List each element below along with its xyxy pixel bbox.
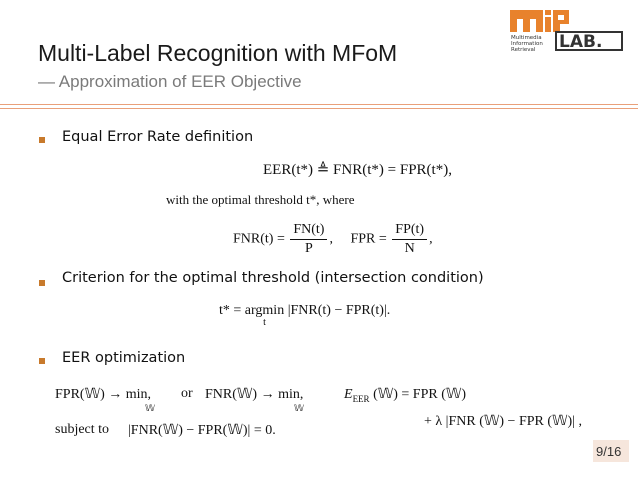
eq-argmin-rhs: |FNR(t) − FPR(t)|. bbox=[287, 303, 391, 318]
mirlab-logo: LAB. Multimedia Information Retrieval bbox=[510, 10, 623, 53]
eq-eeer-rhs: (𝕎) = FPR (𝕎) bbox=[373, 387, 467, 402]
eq-opt-fnr: FNR(𝕎) → min, bbox=[205, 387, 304, 402]
eq-argmin: t* = argmin t |FNR(t) − FPR(t)|. bbox=[219, 303, 390, 328]
page-number: 9/16 bbox=[596, 444, 622, 459]
eq-fnr-fraction: FN(t) P bbox=[290, 222, 328, 257]
eq-fnr-lhs: FNR(t) = bbox=[233, 231, 285, 247]
bullet-marker bbox=[39, 137, 45, 143]
logo-line-1: Multimedia bbox=[511, 35, 542, 41]
eq-fnr-denominator: P bbox=[305, 241, 313, 256]
eq-opt-or: or bbox=[181, 386, 193, 401]
eq-fpr-lhs: FPR = bbox=[350, 231, 387, 247]
bullet-eer-definition: Equal Error Rate definition bbox=[62, 129, 254, 145]
bullet-eer-optimization: EER optimization bbox=[62, 350, 186, 366]
eq-eer-definition: EER(t*) ≜ FNR(t*) = FPR(t*), bbox=[263, 162, 452, 178]
logo-line-3: Retrieval bbox=[511, 47, 536, 53]
eq-eeer-line2: + λ |FNR (𝕎) − FPR (𝕎)| , bbox=[424, 414, 582, 429]
eq-argmin-word: argmin bbox=[244, 303, 285, 318]
bullet-marker bbox=[39, 358, 45, 364]
slide-title: Multi-Label Recognition with MFoM bbox=[38, 40, 398, 66]
eq-constraint: |FNR(𝕎) − FPR(𝕎)| = 0. bbox=[128, 423, 276, 438]
eq-rates: FNR(t) = FN(t) P , FPR = FP(t) N , bbox=[233, 222, 433, 257]
eq-eeer-sub: EER bbox=[352, 393, 370, 404]
eq-argmin-lhs: t* = bbox=[219, 303, 242, 318]
eq-fpr-numerator: FP(t) bbox=[392, 222, 428, 240]
eq-fnr-numerator: FN(t) bbox=[290, 222, 328, 240]
header-divider-top bbox=[0, 104, 638, 105]
eq-eeer: EEER (𝕎) = FPR (𝕎) bbox=[344, 386, 466, 404]
bullet-marker bbox=[39, 280, 45, 286]
logo-line-2: Information bbox=[511, 41, 543, 47]
page-number-box bbox=[593, 440, 629, 462]
eq-opt-fnr-sub: 𝕎 bbox=[294, 403, 304, 413]
eq-threshold-text: with the optimal threshold t*, where bbox=[166, 192, 355, 207]
eq-eeer-e: E bbox=[344, 387, 353, 402]
eq-fpr-fraction: FP(t) N bbox=[392, 222, 428, 257]
eq-opt-fpr-text: FPR(𝕎) → min, bbox=[55, 387, 152, 402]
eq-argmin-subscript: t bbox=[263, 317, 266, 328]
slide-subtitle: — Approximation of EER Objective bbox=[38, 72, 302, 91]
eq-fpr-denominator: N bbox=[404, 241, 415, 256]
bullet-optimal-threshold: Criterion for the optimal threshold (int… bbox=[62, 270, 484, 286]
eq-argmin-op: argmin t bbox=[245, 303, 284, 328]
eq-subject-to: subject to bbox=[55, 422, 110, 437]
eq-opt-fpr: FPR(𝕎) → min, bbox=[55, 386, 151, 403]
eq-opt-fpr-sub: 𝕎 bbox=[145, 403, 155, 413]
logo-lab-text: LAB. bbox=[559, 32, 602, 52]
header-divider-bottom bbox=[0, 108, 638, 109]
